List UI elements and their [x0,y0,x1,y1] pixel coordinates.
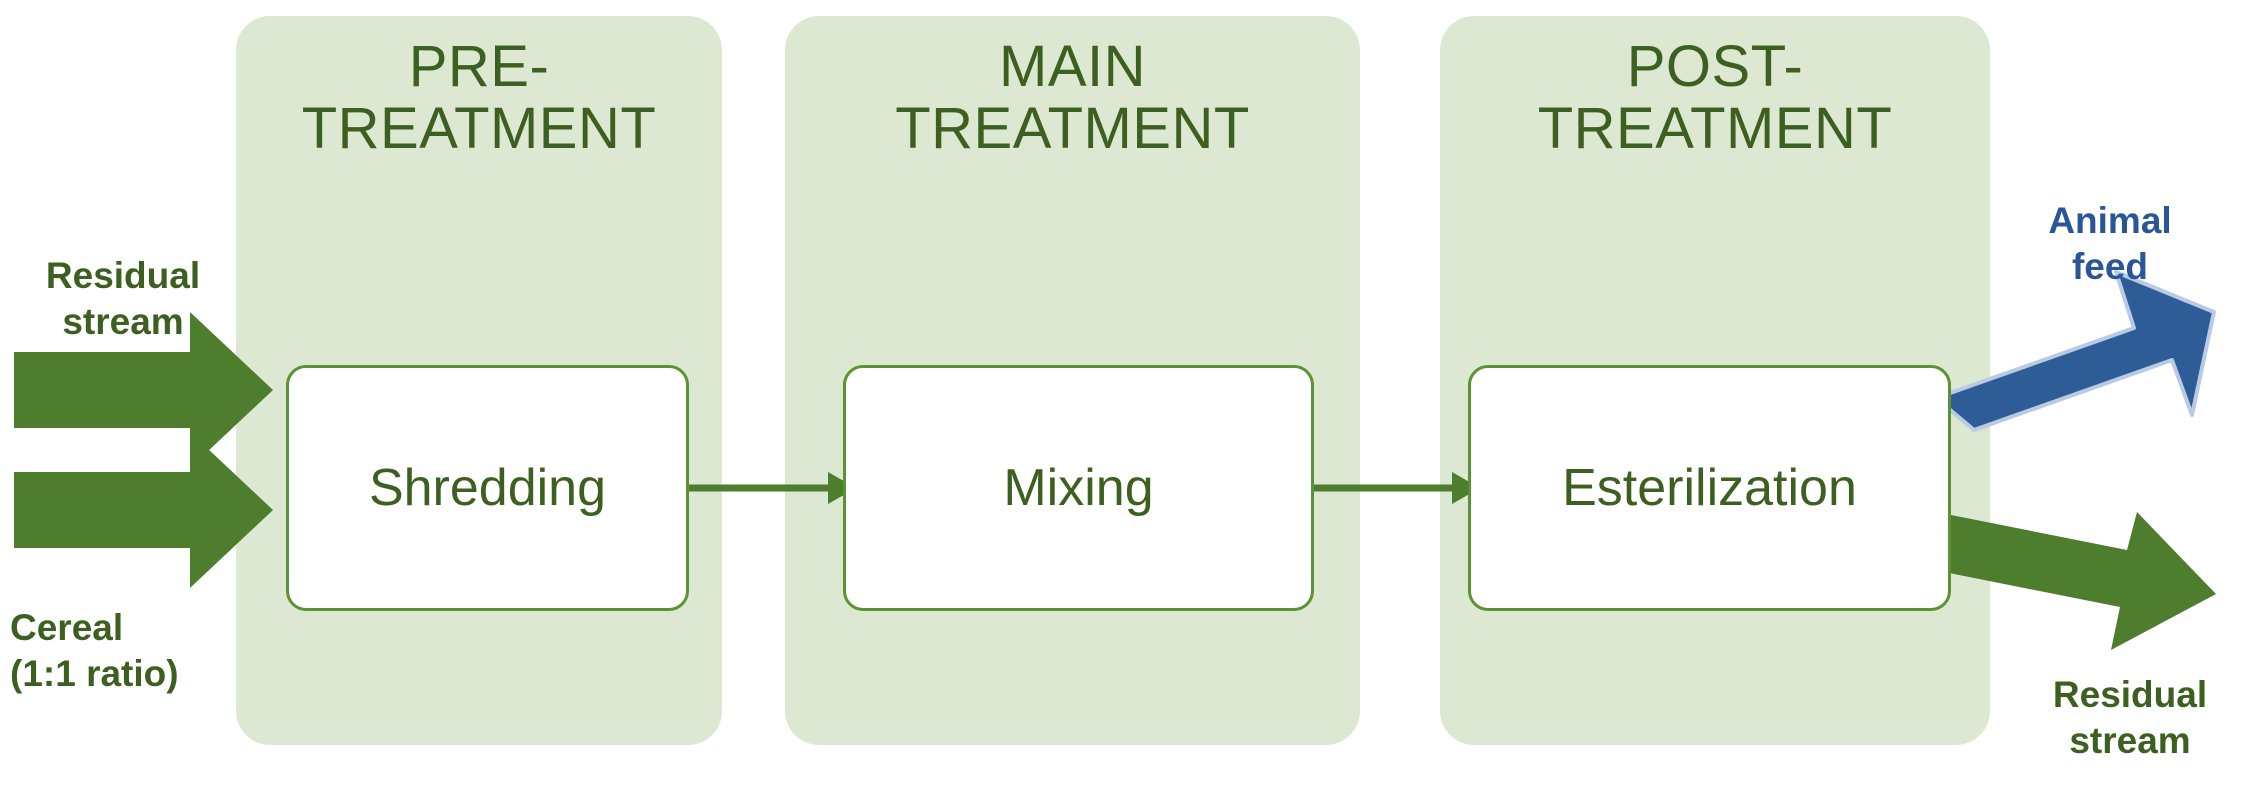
stage-title-post: POST- TREATMENT [1440,36,1990,160]
stage-title-pre-line2: TREATMENT [301,96,657,161]
stage-title-main-line1: MAIN [999,34,1146,99]
input-label-cereal-line2: (1:1 ratio) [10,653,179,694]
stage-title-main-line2: TREATMENT [895,96,1250,161]
output-label-residual-stream-line2: stream [2069,720,2191,761]
stage-title-post-line1: POST- [1626,34,1804,99]
output-label-animal-feed: Animal feed [2020,198,2200,290]
input-label-cereal: Cereal (1:1 ratio) [10,605,270,697]
output-label-residual-stream: Residual stream [2030,672,2230,764]
input-label-residual-stream-line1: Residual [45,255,201,296]
output-label-residual-stream-line1: Residual [2052,674,2208,715]
input-arrow-residual-stream [14,312,273,468]
output-label-animal-feed-line2: feed [2071,246,2149,287]
output-arrow-animal-feed [1934,270,2216,432]
input-label-cereal-line1: Cereal [10,607,124,648]
process-box-mixing[interactable]: Mixing [843,365,1314,611]
input-arrow-cereal [14,432,273,588]
connector-shredding-to-mixing [686,472,856,504]
stage-title-main: MAIN TREATMENT [785,36,1360,160]
process-box-shredding[interactable]: Shredding [286,365,689,611]
input-label-residual-stream-line2: stream [62,301,184,342]
output-arrow-residual-stream [1929,512,2216,650]
stage-title-post-line2: TREATMENT [1537,96,1893,161]
process-box-esterilization-label: Esterilization [1562,459,1857,517]
input-label-residual-stream: Residual stream [18,253,228,345]
output-label-animal-feed-line1: Animal [2048,200,2172,241]
stage-title-pre: PRE- TREATMENT [236,36,722,160]
process-box-esterilization[interactable]: Esterilization [1468,365,1951,611]
connector-mixing-to-esterilization [1311,472,1480,504]
stage-title-pre-line1: PRE- [408,34,550,99]
process-box-shredding-label: Shredding [368,459,607,517]
process-box-mixing-label: Mixing [1003,459,1154,517]
